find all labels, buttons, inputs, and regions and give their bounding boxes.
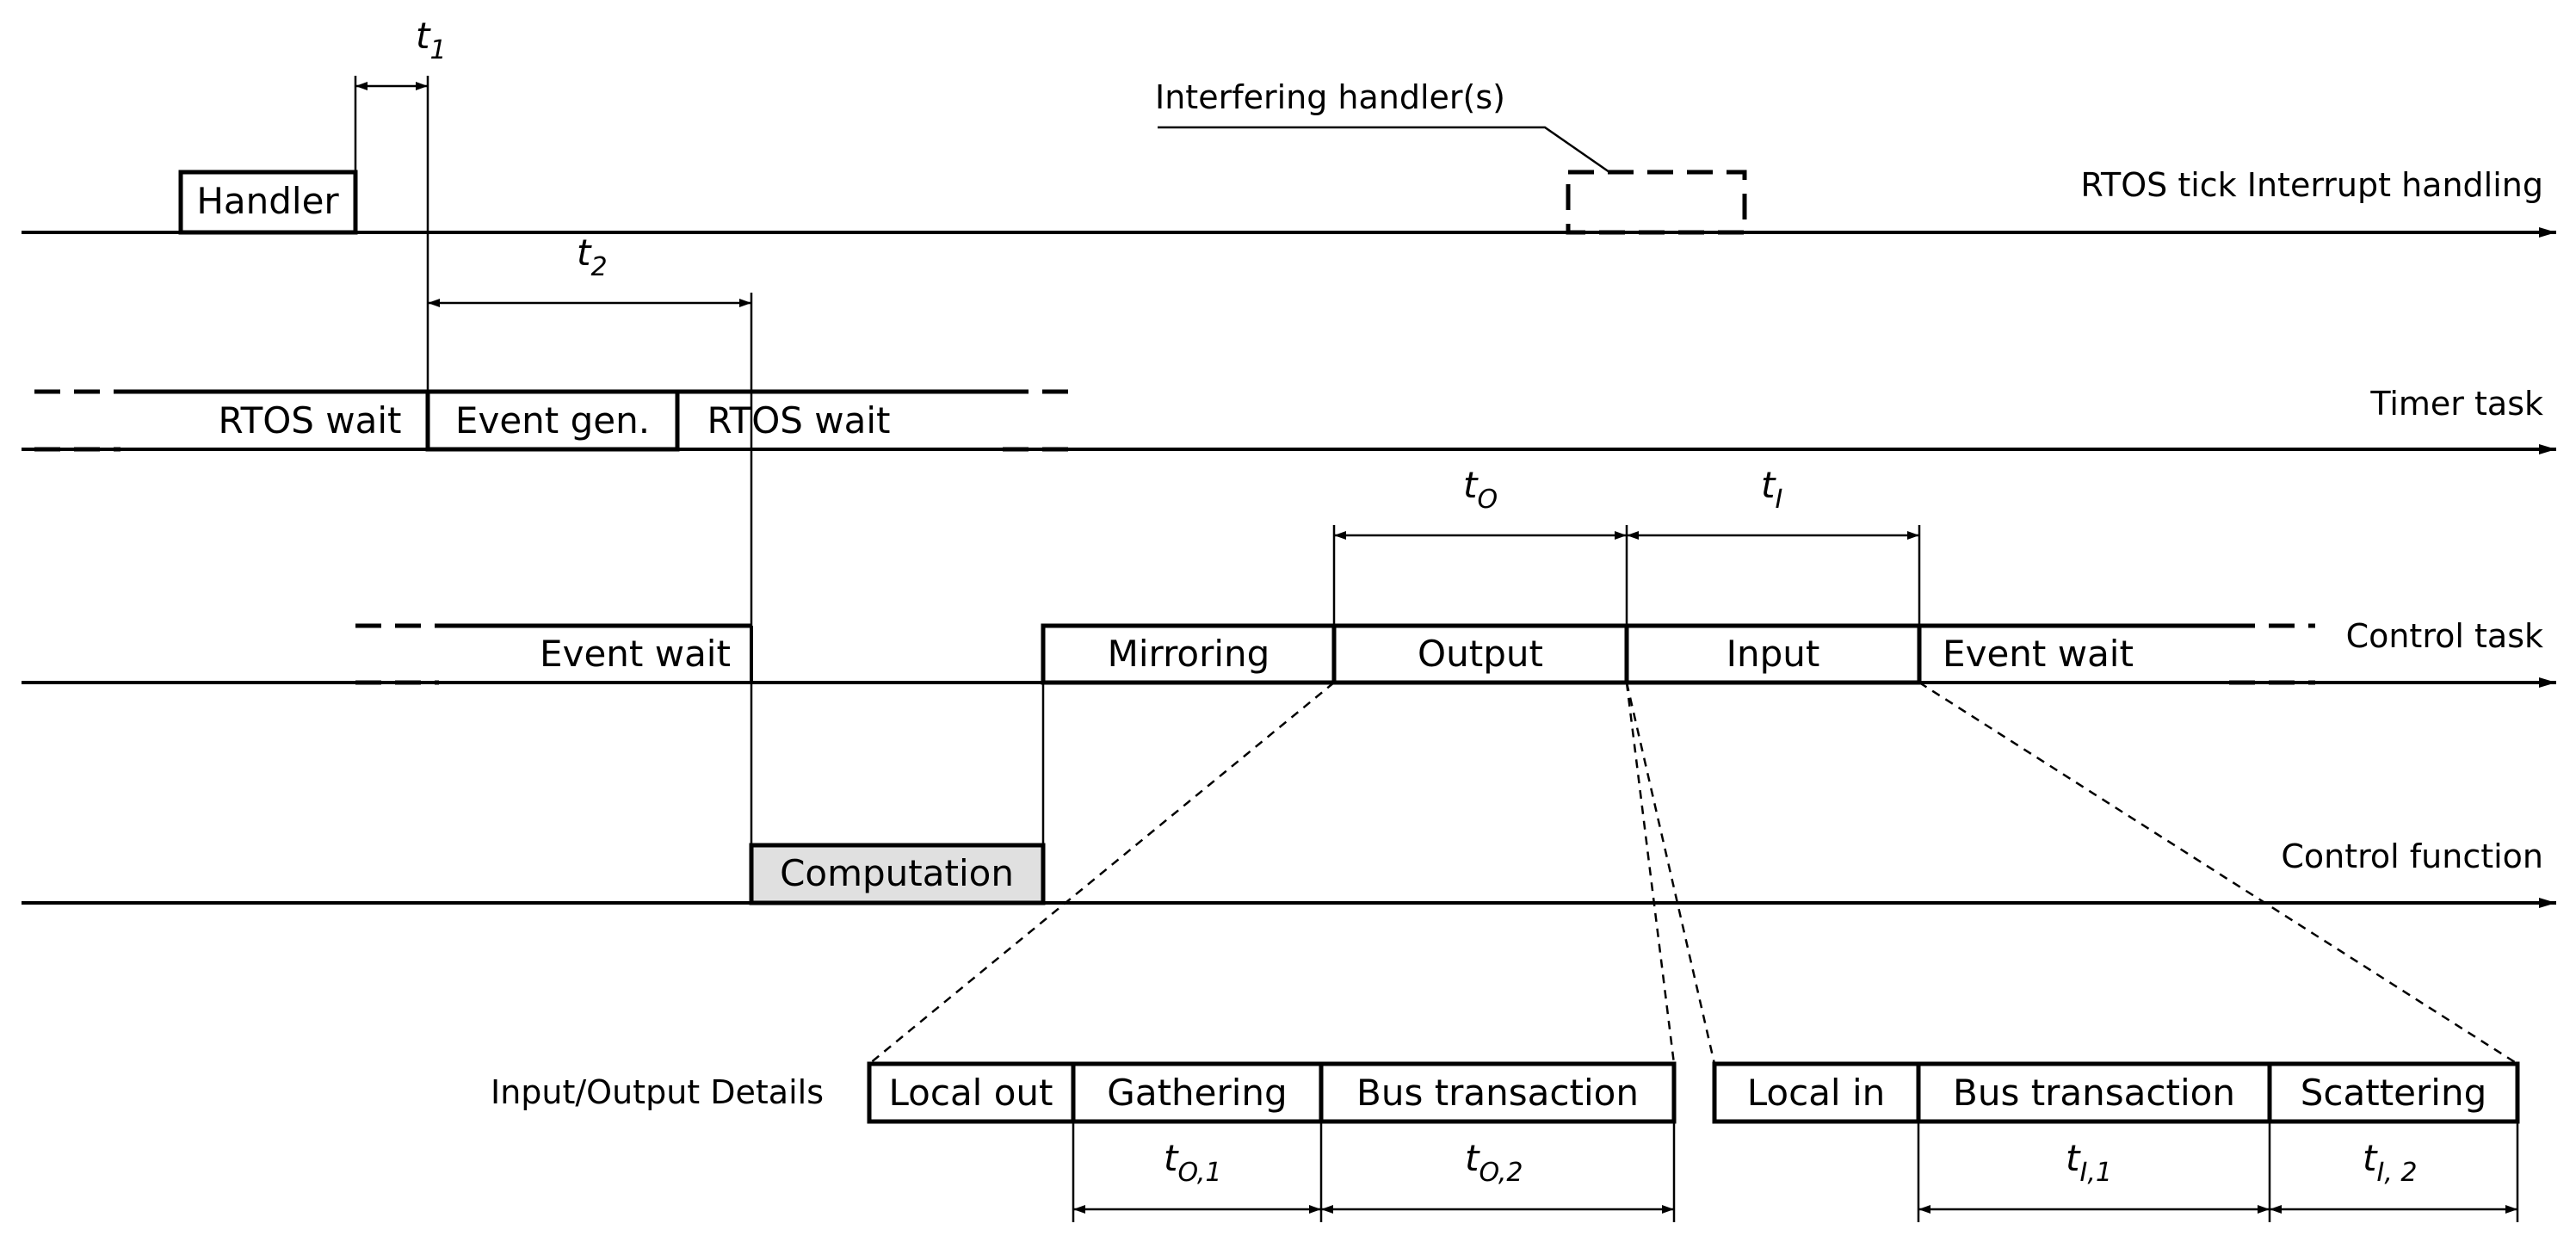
t1-label: t1	[416, 15, 447, 65]
bus-transaction-out-block	[1319, 1061, 1677, 1124]
handler-block	[178, 170, 358, 235]
output-zoom-guide-left	[868, 682, 1335, 1065]
local-out-label: Local out	[889, 1072, 1053, 1114]
scattering-block	[2267, 1061, 2520, 1124]
bus-transaction-in-block	[1916, 1061, 2272, 1124]
output-zoom-guide-right	[1625, 682, 1676, 1065]
local-in-block	[1712, 1061, 1921, 1124]
mirroring-label: Mirroring	[1108, 633, 1270, 675]
control-function-axis-label: Control function	[2281, 837, 2543, 875]
handler-label: Handler	[196, 180, 339, 222]
computation-block	[749, 843, 1046, 905]
rtos-wait-1-label: RTOS wait	[218, 399, 401, 442]
gathering-label: Gathering	[1107, 1072, 1287, 1114]
output-label: Output	[1418, 633, 1543, 675]
bus-transaction-in-label: Bus transaction	[1953, 1072, 2235, 1114]
interfering-handler-block	[1566, 170, 1747, 235]
interfering-handler-leader	[1158, 126, 1610, 174]
tI1-label: tI,1	[2066, 1137, 2112, 1188]
tI2-label: tI, 2	[2363, 1137, 2417, 1188]
event-wait-2-label: Event wait	[1943, 633, 2134, 675]
interfering-handler-label: Interfering handler(s)	[1155, 78, 1505, 116]
rtos-wait-2-label: RTOS wait	[707, 399, 890, 442]
mirroring-block	[1041, 623, 1337, 685]
scattering-label: Scattering	[2301, 1072, 2486, 1114]
computation-label: Computation	[780, 852, 1014, 894]
timer-task-axis-label: Timer task	[2369, 385, 2543, 423]
rtos-tick-axis-label: RTOS tick Interrupt handling	[2080, 166, 2543, 204]
event-wait-1-label: Event wait	[540, 633, 731, 675]
event-gen-label: Event gen.	[455, 399, 650, 442]
input-label: Input	[1727, 633, 1820, 675]
io-details-label: Input/Output Details	[491, 1073, 824, 1111]
tO1-label: tO,1	[1164, 1137, 1222, 1188]
input-zoom-guide-right	[1918, 681, 2518, 1066]
control-task-axis-label: Control task	[2346, 617, 2543, 655]
tO2-label: tO,2	[1465, 1137, 1523, 1188]
t2-label: t2	[577, 232, 608, 282]
tI-label: tI	[1761, 464, 1782, 515]
local-in-label: Local in	[1747, 1072, 1886, 1114]
event-gen-block	[425, 389, 680, 452]
bus-transaction-out-label: Bus transaction	[1356, 1072, 1639, 1114]
input-block	[1624, 623, 1922, 685]
tO-label: tO	[1463, 464, 1498, 515]
input-zoom-guide-left	[1625, 682, 1716, 1065]
gathering-block	[1071, 1061, 1324, 1124]
